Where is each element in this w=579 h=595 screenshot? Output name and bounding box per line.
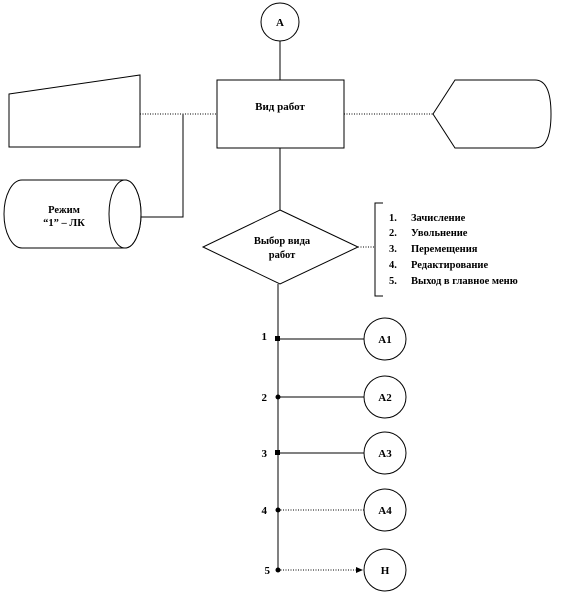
mode-cylinder-label-line2: “1” – ЛК <box>43 218 85 229</box>
mode-cylinder: Режим “1” – ЛК <box>3 179 142 249</box>
annotation: 1. Зачисление 2. Увольнение 3. Перемещен… <box>374 202 518 297</box>
annotation-item: 5. Выход в главное меню <box>389 276 518 287</box>
arrow-head-icon <box>356 567 363 573</box>
manual-input-shape <box>8 74 141 148</box>
branch-3: 3 A3 <box>262 431 407 475</box>
annotation-item-number: 4. <box>389 260 397 271</box>
annotation-item: 3. Перемещения <box>389 244 478 255</box>
decision-diamond: Выбор вида работ <box>201 209 360 285</box>
branch-point <box>275 336 280 341</box>
decision-label-line1: Выбор вида <box>254 236 311 247</box>
annotation-item: 2. Увольнение <box>389 228 468 239</box>
annotation-item-text: Перемещения <box>411 244 478 255</box>
connector-label: A1 <box>378 334 391 346</box>
connector-label: A3 <box>378 448 392 460</box>
annotation-item: 1. Зачисление <box>389 213 466 224</box>
connector-a: A <box>260 2 300 42</box>
connector-a2 <box>363 375 407 419</box>
annotation-item-number: 3. <box>389 244 397 255</box>
branch-point <box>275 450 280 455</box>
branch-2: 2 A2 <box>262 375 407 419</box>
decision-label-line2: работ <box>269 250 296 261</box>
mode-cylinder-label-line1: Режим <box>48 205 80 216</box>
process-box-label: Вид работ <box>255 101 305 113</box>
annotation-item-text: Зачисление <box>411 213 466 224</box>
connector-a4 <box>363 488 407 532</box>
display-shape <box>432 79 552 149</box>
connector-a3 <box>363 431 407 475</box>
branch-number: 4 <box>262 505 268 517</box>
annotation-item-text: Увольнение <box>411 228 468 239</box>
annotation-item-text: Редактирование <box>411 260 488 271</box>
connector-end <box>363 548 407 592</box>
branch-number: 1 <box>262 331 268 343</box>
annotation-item: 4. Редактирование <box>389 260 488 271</box>
connector-label: A4 <box>378 505 392 517</box>
branch-number: 2 <box>262 392 268 404</box>
annotation-item-number: 1. <box>389 213 397 224</box>
branch-number: 5 <box>265 565 271 577</box>
branch-5: 5 Н <box>265 548 407 592</box>
annotation-item-number: 5. <box>389 276 397 287</box>
process-box: Вид работ <box>216 79 345 149</box>
branch-number: 3 <box>262 448 268 460</box>
annotation-item-text: Выход в главное меню <box>411 276 518 287</box>
connector-line <box>141 114 184 218</box>
connector-a-label: A <box>276 17 284 29</box>
branch-4: 4 A4 <box>262 488 407 532</box>
annotation-item-number: 2. <box>389 228 397 239</box>
branch-1: 1 A1 <box>262 317 407 361</box>
connector-label: A2 <box>378 392 392 404</box>
connector-a1 <box>363 317 407 361</box>
connector-label: Н <box>381 565 390 577</box>
